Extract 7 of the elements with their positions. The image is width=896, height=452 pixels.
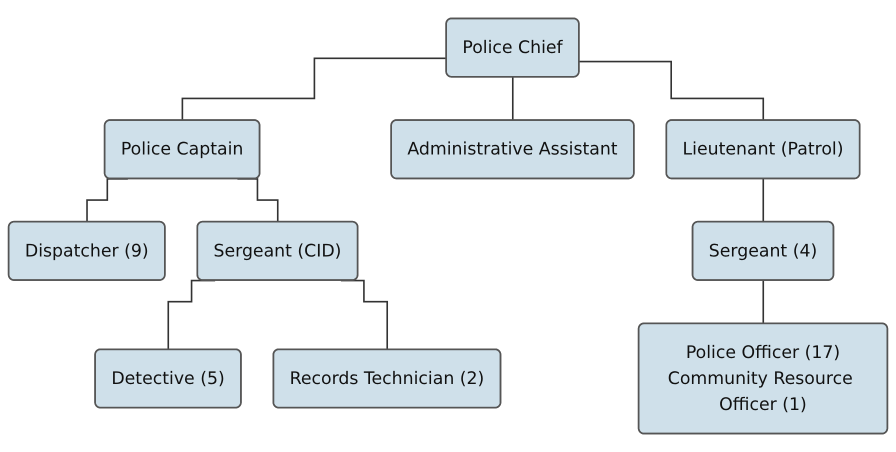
connector: [579, 60, 764, 122]
connector: [762, 280, 764, 325]
connector: [182, 58, 447, 122]
connector: [237, 178, 279, 224]
connector: [512, 76, 514, 122]
connector: [86, 178, 128, 224]
connector: [762, 178, 764, 224]
